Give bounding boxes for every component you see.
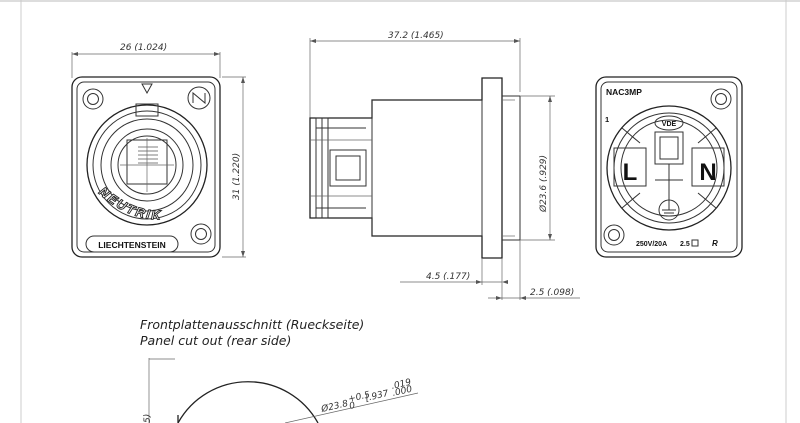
terminal-n-label: N	[699, 159, 716, 186]
cutout-title-de: Frontplattenausschnitt (Rueckseite)	[140, 317, 364, 332]
cutout-tol-low: 0	[348, 401, 356, 412]
rear-flange-plate	[595, 76, 743, 258]
vde-text: VDE	[662, 121, 677, 128]
rear-mounting-hole-top-right	[710, 88, 732, 110]
gap-dim: 2.5 (.098)	[530, 288, 574, 298]
front-outer-ring	[86, 104, 208, 226]
terminal-l-label: L	[623, 159, 638, 186]
cutout-title-en: Panel cut out (rear side)	[140, 333, 291, 348]
cutout-circle	[177, 381, 319, 423]
alignment-triangle-icon	[141, 83, 153, 95]
mounting-hole-bottom-right	[190, 223, 212, 245]
front-view: 26 (1.024) 31 (1.220)	[71, 43, 246, 258]
model-label: NAC3MP	[606, 87, 642, 97]
rear-mounting-hole-bottom-left	[603, 224, 625, 246]
cutout-inch-tol-up: .019	[390, 378, 412, 392]
mounting-hole-top-left	[82, 88, 104, 110]
origin-badge	[85, 235, 179, 253]
origin-badge-text: LIECHTENSTEIN	[98, 240, 166, 250]
rating-b-label: 2.5	[680, 241, 690, 248]
front-width-dim: 26 (1.024)	[120, 43, 167, 53]
front-height-dim: 31 (1.220)	[232, 153, 242, 200]
terminal-n	[691, 147, 725, 187]
side-contacts	[310, 117, 372, 219]
cutout-inch-tol-low: .000	[391, 385, 413, 399]
brand-text: NEUTRIK	[96, 183, 162, 223]
vde-badge	[654, 115, 684, 131]
pin-number-label: 1	[605, 115, 609, 124]
neutrik-logo-icon	[187, 86, 211, 110]
rear-outer-ring	[606, 105, 732, 231]
front-flange-plate	[71, 76, 221, 258]
rating-label: 250V/20A	[636, 241, 667, 248]
terminal-l	[613, 147, 647, 187]
rear-view: NAC3MP 1 VDE L N	[595, 76, 743, 258]
side-length-dim: 37.2 (1.465)	[388, 31, 444, 41]
ground-symbol-icon	[658, 199, 680, 221]
side-diameter-dim: Ø23.6 (.929)	[538, 155, 549, 213]
panel-cutout-section: Frontplattenausschnitt (Rueckseite) Pane…	[140, 317, 419, 423]
cutout-tol-main: +0.5	[347, 390, 371, 405]
side-view: 37.2 (1.465) Ø23.6 (.929)	[309, 31, 580, 300]
cutout-diameter-dim: Ø23.8	[319, 398, 349, 415]
flange-dim: 4.5 (.177)	[426, 272, 470, 282]
cutout-side-mark: 5)	[143, 414, 153, 423]
svg-text:NEUTRIK: NEUTRIK	[96, 184, 163, 223]
side-body-outline	[309, 77, 503, 259]
cutout-diameter-leader	[284, 392, 419, 423]
ul-mark: R	[712, 239, 718, 248]
